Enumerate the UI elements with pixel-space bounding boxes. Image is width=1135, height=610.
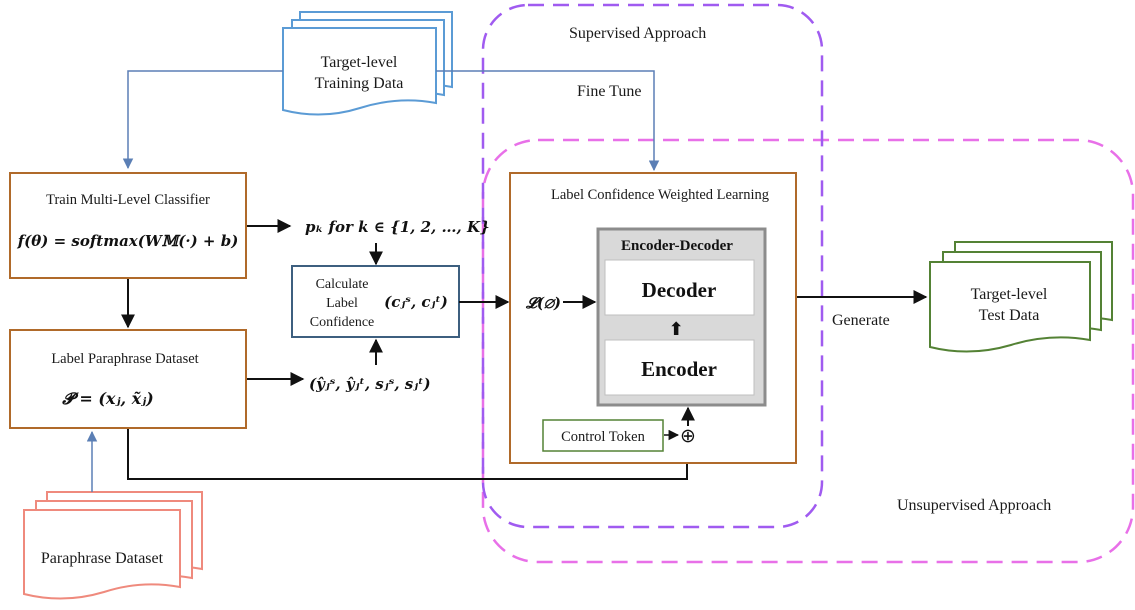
supervised-region [481, 3, 824, 529]
encoder-box [604, 339, 755, 396]
confidence-symbol: (cⱼˢ, cⱼᵗ) [384, 293, 448, 311]
test-data-line2: Test Data [979, 307, 1040, 324]
supervised-label: Supervised Approach [569, 25, 706, 42]
test-data-line1: Target-level [971, 286, 1048, 303]
control-token-label: Control Token [561, 429, 645, 445]
confidence-line2: Label [326, 296, 358, 311]
fine-tune-label: Fine Tune [577, 83, 641, 100]
confidence-line3: Confidence [310, 315, 375, 330]
generate-label: Generate [832, 312, 890, 329]
up-arrow-icon: ⬆ [668, 319, 683, 340]
classifier-box [9, 172, 247, 279]
classifier-formula: f(θ) = softmax(W𝕄(·) + b) [17, 232, 239, 250]
training-data-line1: Target-level [321, 54, 398, 71]
lcwl-title: Label Confidence Weighted Learning [551, 187, 769, 203]
paraphrase-dataset-doc: Paraphrase Dataset [23, 491, 203, 600]
training-data-line2: Training Data [315, 75, 404, 92]
training-to-classifier-arrow [122, 70, 283, 170]
loss-label: 𝓛(∅) [525, 294, 561, 312]
encoder-label: Encoder [641, 357, 717, 381]
test-data-doc: Target-level Test Data [929, 241, 1113, 353]
label-paraphrase-box [9, 329, 247, 429]
label-tuple: (ŷⱼˢ, ŷⱼᵗ, sⱼˢ, sⱼᵗ) [309, 375, 431, 393]
paraphrase-dataset-label: Paraphrase Dataset [41, 550, 164, 567]
control-token-box [542, 419, 664, 452]
unsupervised-label: Unsupervised Approach [897, 497, 1051, 514]
probabilities-label: pₖ for k ∈ {1, 2, …, K} [305, 218, 490, 236]
confidence-line1: Calculate [316, 277, 369, 292]
encoder-decoder-title: Encoder-Decoder [621, 238, 733, 254]
label-paraphrase-title: Label Paraphrase Dataset [51, 351, 198, 367]
label-paraphrase-formula: 𝓟 = (xⱼ, x̃ⱼ) [62, 389, 153, 408]
confidence-box [291, 265, 460, 338]
training-data-doc: Target-level Training Data [282, 11, 453, 116]
unsupervised-region [481, 138, 1135, 564]
oplus-icon: ⊕ [680, 425, 696, 447]
decoder-label: Decoder [642, 278, 717, 302]
fine-tune-arrow [436, 70, 660, 172]
decoder-box [604, 259, 755, 316]
classifier-title: Train Multi-Level Classifier [46, 192, 210, 208]
